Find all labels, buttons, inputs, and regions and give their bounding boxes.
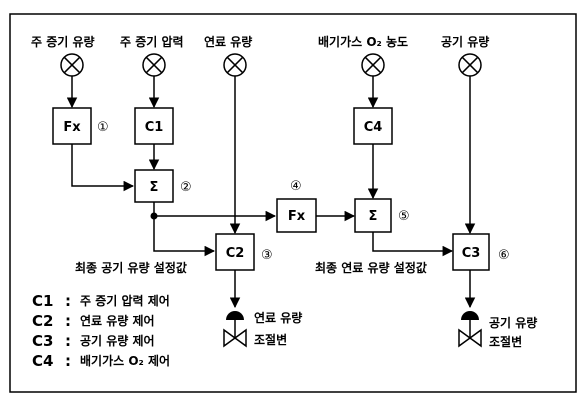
block-sum2-label: Σ xyxy=(150,180,159,195)
air-valve-label-1: 공기 유량 xyxy=(489,315,537,330)
legend-item-c3: C3 : 공기 유량 제어 xyxy=(32,332,155,350)
legend-separator: : xyxy=(65,352,71,370)
air-valve-label-2: 조절변 xyxy=(489,334,522,349)
block-c1-label: C1 xyxy=(145,120,164,135)
step-number-3: ③ xyxy=(261,248,273,263)
legend-item-c4: C4 : 배기가스 O₂ 제어 xyxy=(32,352,170,370)
block-fx1 xyxy=(52,107,92,145)
legend-code: C4 xyxy=(32,352,53,370)
block-c3-label: C3 xyxy=(462,246,481,261)
sensor-main-steam-pressure-icon xyxy=(142,53,166,77)
block-sum2 xyxy=(134,169,174,203)
sensor-fuel-flow-icon xyxy=(223,53,247,77)
fuel-valve-label-2: 조절변 xyxy=(254,332,287,347)
block-c4 xyxy=(353,107,393,145)
block-fx4-label: Fx xyxy=(288,209,306,224)
fuel-valve-icon xyxy=(223,311,247,348)
label-final-air-setpoint: 최종 공기 유량 설정값 xyxy=(75,260,187,275)
junction-dot xyxy=(150,212,158,220)
step-number-5: ⑤ xyxy=(398,209,410,224)
step-number-2: ② xyxy=(180,180,192,195)
sensor-air-flow-icon xyxy=(458,53,482,77)
legend-text: 주 증기 압력 제어 xyxy=(80,293,170,308)
legend-separator: : xyxy=(65,312,71,330)
block-sum5-label: Σ xyxy=(369,209,378,224)
legend-item-c1: C1 : 주 증기 압력 제어 xyxy=(32,292,170,310)
label-final-fuel-setpoint: 최종 연료 유량 설정값 xyxy=(315,260,427,275)
step-number-6: ⑥ xyxy=(498,248,510,263)
legend-text: 공기 유량 제어 xyxy=(80,333,155,348)
block-c2 xyxy=(215,233,255,271)
step-number-1: ① xyxy=(97,120,109,135)
step-number-4: ④ xyxy=(290,179,302,194)
block-sum5 xyxy=(354,198,392,233)
label-air-flow: 공기 유량 xyxy=(441,34,489,49)
legend-text: 배기가스 O₂ 제어 xyxy=(80,353,170,368)
block-fx4 xyxy=(276,198,317,233)
legend-text: 연료 유량 제어 xyxy=(80,313,155,328)
label-exhaust-o2: 배기가스 O₂ 농도 xyxy=(318,34,408,49)
block-c2-label: C2 xyxy=(226,246,245,261)
legend: C1 : 주 증기 압력 제어 C2 : 연료 유량 제어 C3 : 공기 유량… xyxy=(32,292,170,370)
legend-code: C2 xyxy=(32,312,53,330)
legend-code: C3 xyxy=(32,332,53,350)
block-c4-label: C4 xyxy=(364,120,383,135)
sensor-main-steam-flow-icon xyxy=(60,53,84,77)
legend-separator: : xyxy=(65,332,71,350)
block-c3 xyxy=(452,233,490,271)
sensor-exhaust-o2-icon xyxy=(361,53,385,77)
fuel-valve-label-1: 연료 유량 xyxy=(254,310,302,325)
signal-lines xyxy=(66,76,476,309)
air-valve-icon xyxy=(458,311,482,348)
block-fx1-label: Fx xyxy=(63,120,81,135)
block-c1 xyxy=(134,107,174,145)
label-main-steam-pressure: 주 증기 압력 xyxy=(120,34,184,49)
legend-separator: : xyxy=(65,292,71,310)
legend-item-c2: C2 : 연료 유량 제어 xyxy=(32,312,155,330)
legend-code: C1 xyxy=(32,292,53,310)
label-main-steam-flow: 주 증기 유량 xyxy=(31,34,95,49)
label-fuel-flow: 연료 유량 xyxy=(204,34,252,49)
